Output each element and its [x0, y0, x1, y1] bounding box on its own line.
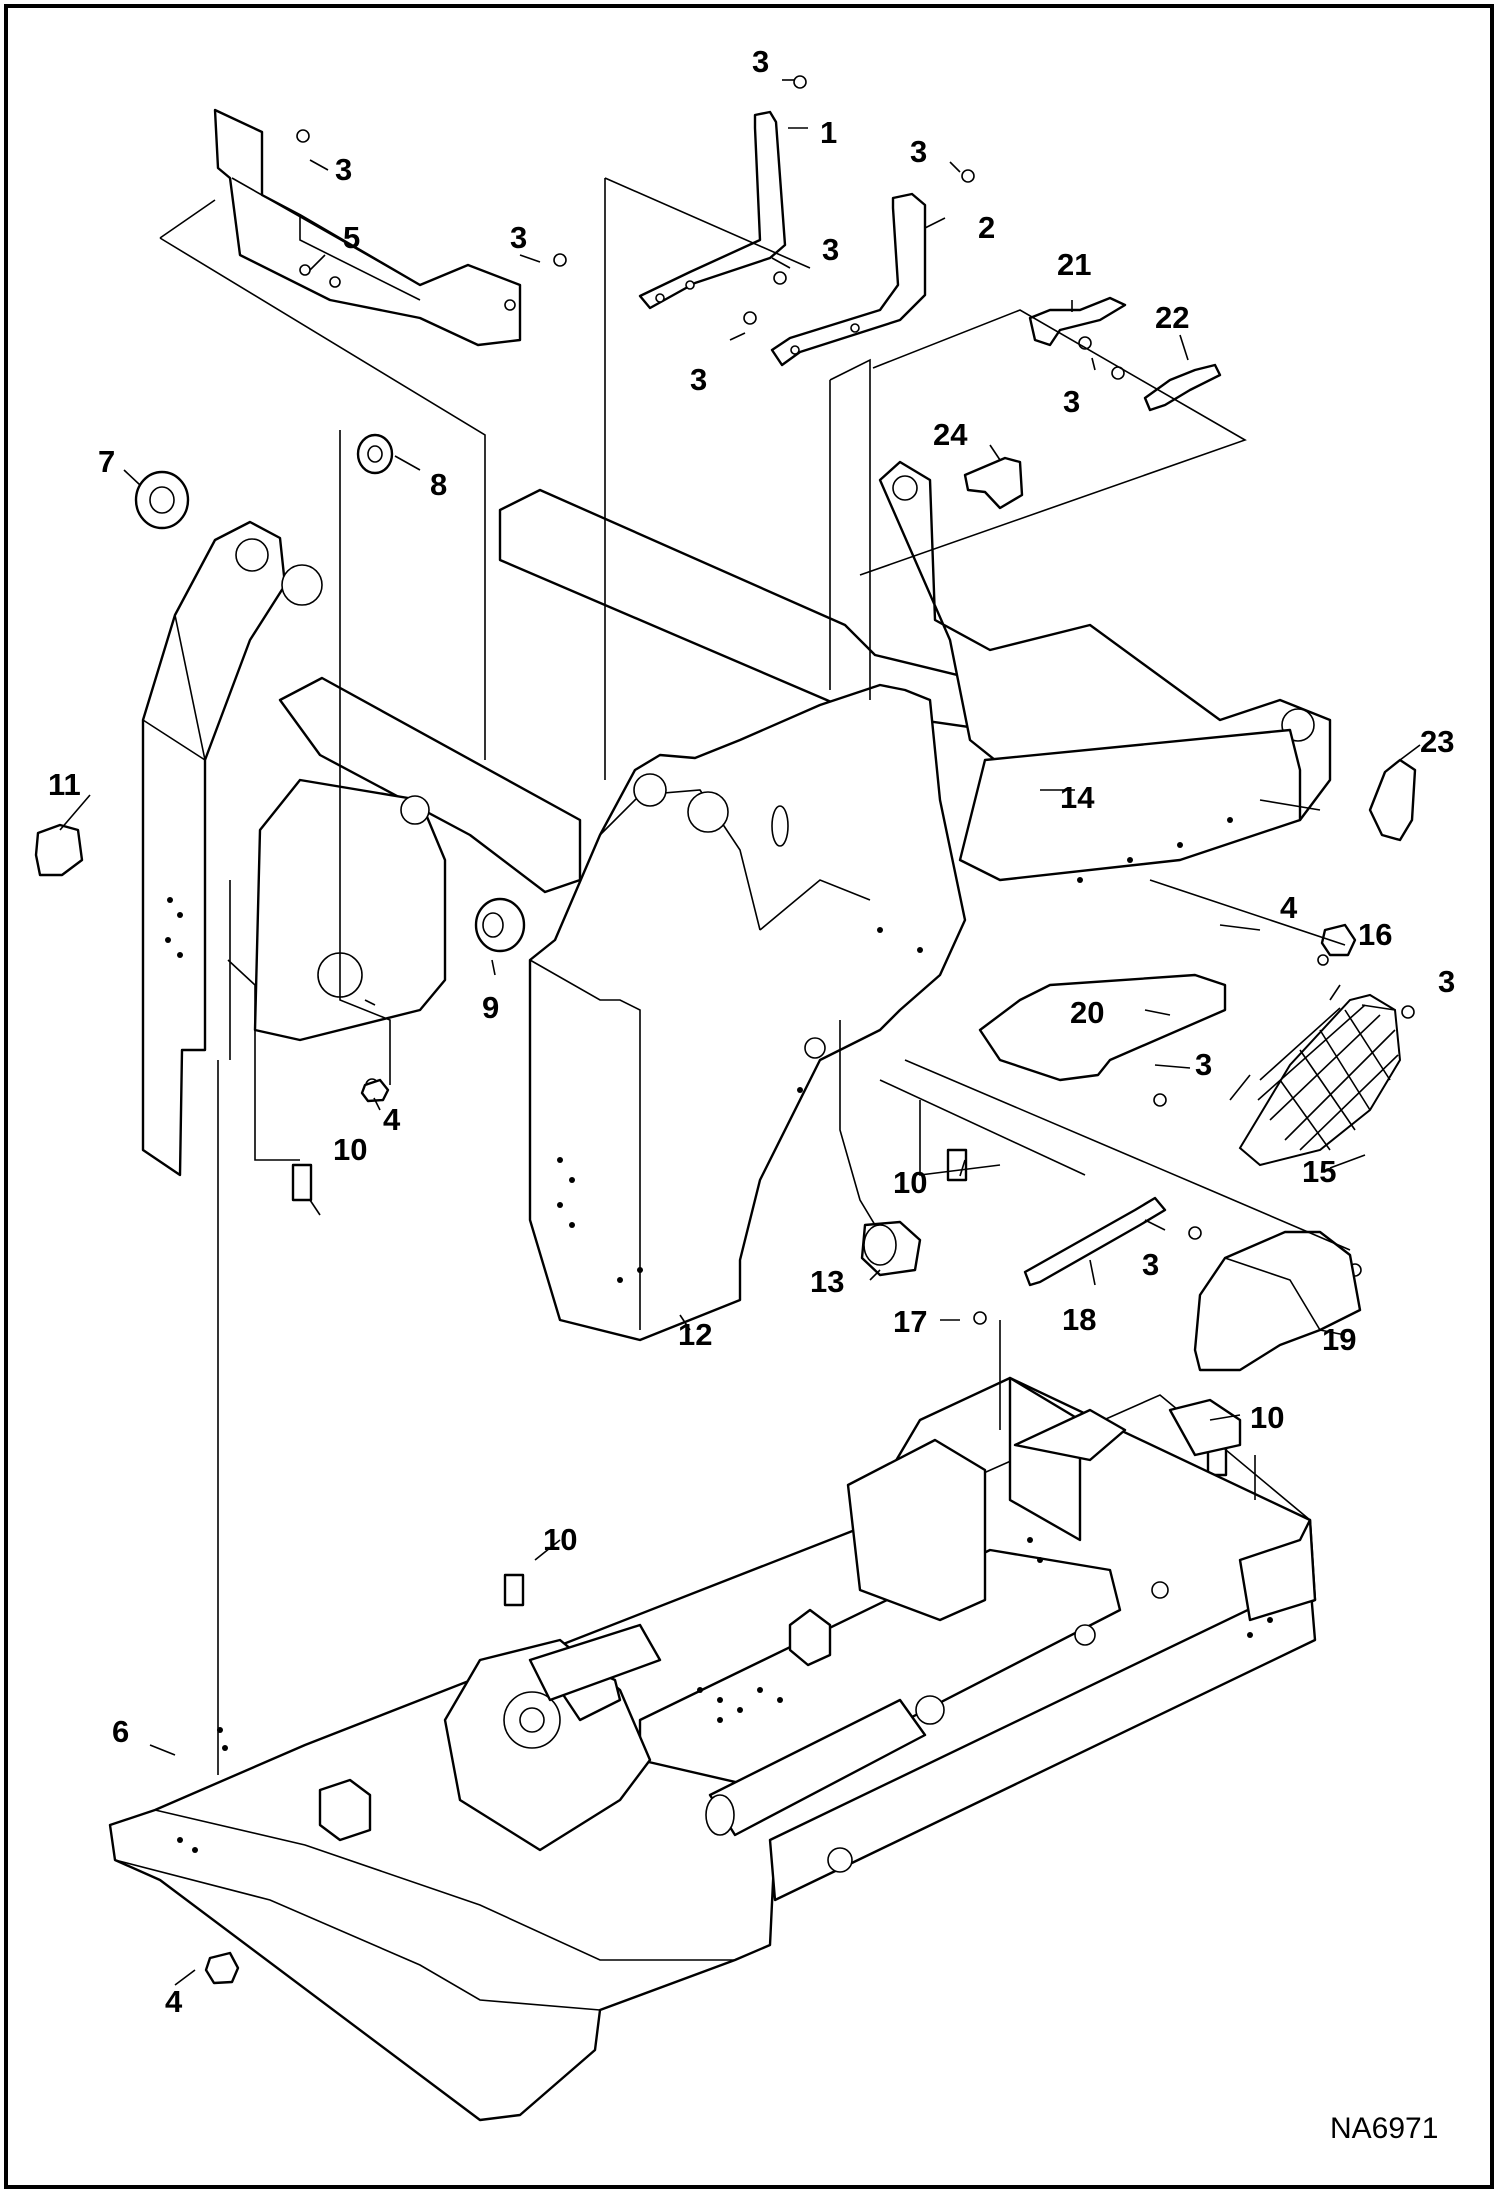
callout-10: 10	[893, 1165, 927, 1200]
callout-22: 22	[1155, 300, 1189, 335]
callout-3: 3	[822, 232, 839, 267]
callout-21: 21	[1057, 247, 1091, 282]
bracket-21	[1028, 296, 1127, 347]
callout-3: 3	[752, 44, 769, 79]
callout-10: 10	[333, 1132, 367, 1167]
callout-4: 4	[165, 1984, 183, 2019]
callout-20: 20	[1070, 995, 1104, 1030]
callout-2: 2	[978, 210, 995, 245]
callout-labels: 3 1 3 3 5 3 3 2 3 21 22 3 24 7 8 11 14 2…	[48, 44, 1455, 2019]
callout-3: 3	[1063, 384, 1080, 419]
callout-7: 7	[98, 444, 115, 479]
callout-6: 6	[112, 1714, 129, 1749]
callout-3: 3	[1438, 964, 1455, 999]
callout-10: 10	[543, 1522, 577, 1557]
lower-frame-6	[108, 1376, 1317, 2122]
callout-16: 16	[1358, 917, 1392, 952]
nut-4-bottom	[204, 1951, 240, 1985]
callout-14: 14	[1060, 780, 1095, 815]
callout-19: 19	[1322, 1322, 1356, 1357]
diagram-border	[4, 4, 1494, 2189]
callout-9: 9	[482, 990, 499, 1025]
nut-4-right	[1320, 923, 1357, 957]
callout-3: 3	[1195, 1047, 1212, 1082]
bracket-5	[213, 108, 522, 347]
bolt-fasteners	[291, 75, 1415, 1607]
clip-11	[34, 823, 84, 877]
bracket-24	[963, 456, 1024, 510]
callout-3: 3	[910, 134, 927, 169]
callout-3: 3	[690, 362, 707, 397]
bracket-2	[770, 192, 927, 367]
nut-4-upper	[360, 1078, 390, 1103]
callout-3: 3	[510, 220, 527, 255]
bracket-22	[1143, 363, 1222, 412]
callout-17: 17	[893, 1304, 927, 1339]
callout-11: 11	[48, 767, 81, 802]
callout-18: 18	[1062, 1302, 1096, 1337]
callout-24: 24	[933, 417, 968, 452]
drawing-number: NA6971	[1330, 2112, 1438, 2145]
bracket-1	[638, 110, 787, 310]
callout-3: 3	[335, 152, 352, 187]
callout-4: 4	[1280, 890, 1298, 925]
upper-frame-12	[141, 460, 1332, 1342]
callout-13: 13	[810, 1264, 844, 1299]
bushing-9	[474, 897, 526, 953]
callout-3: 3	[1142, 1247, 1159, 1282]
bushing-13	[860, 1220, 922, 1277]
panel-20	[978, 973, 1227, 1082]
clip-23	[1368, 758, 1417, 842]
callout-15: 15	[1302, 1154, 1336, 1189]
callout-23: 23	[1420, 724, 1454, 759]
grille-15	[1238, 993, 1402, 1167]
bushing-7	[134, 470, 190, 530]
callout-4: 4	[383, 1102, 401, 1137]
strap-18	[1023, 1196, 1167, 1287]
callout-8: 8	[430, 467, 447, 502]
washer-8	[356, 433, 394, 475]
shield-19	[1193, 1230, 1362, 1372]
leader-lines	[59, 79, 1421, 1986]
callout-1: 1	[820, 115, 837, 150]
callout-10: 10	[1250, 1400, 1284, 1435]
callout-5: 5	[343, 220, 360, 255]
callout-12: 12	[678, 1317, 712, 1352]
